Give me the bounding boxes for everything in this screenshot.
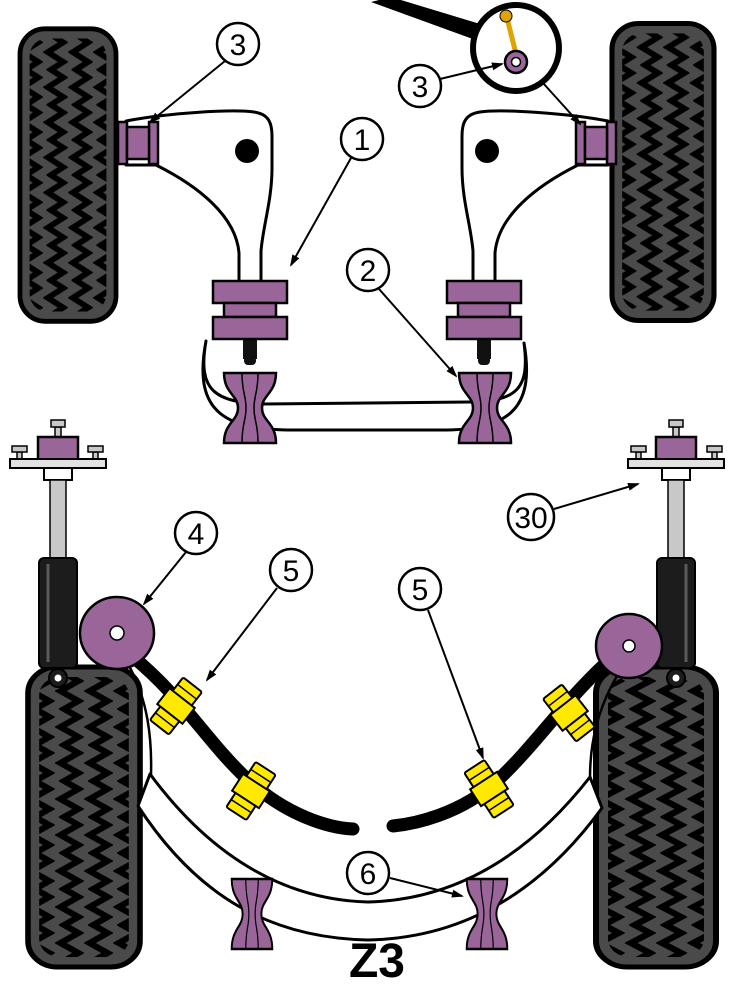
rear-drop-link-right	[588, 675, 619, 779]
callout-arrow	[439, 62, 504, 80]
callout-arrow	[148, 60, 226, 124]
rear-trailing-arm-bushing-left	[78, 595, 156, 671]
magnifier-inset	[371, 0, 582, 126]
callout-label: 5	[283, 555, 300, 588]
callout-circle	[397, 566, 443, 612]
callout-circle	[339, 116, 385, 162]
rear-drop-link-left	[126, 663, 153, 776]
callout-5-right: 5	[397, 566, 484, 760]
callout-arrow	[378, 288, 458, 378]
callout-30: 30	[506, 483, 640, 542]
callout-circle	[345, 247, 391, 293]
callout-label: 1	[354, 124, 371, 157]
front-left-tire	[20, 29, 116, 322]
callout-arrow	[427, 609, 484, 760]
magnifier-pointer-arrow	[542, 82, 582, 126]
callout-arrow	[290, 157, 352, 267]
callout-circle	[345, 850, 391, 896]
callout-arrow	[205, 587, 278, 682]
rear-left-tire	[28, 667, 140, 967]
callout-4: 4	[142, 510, 219, 606]
rear-trailing-arm-bushing-right	[594, 612, 664, 680]
callout-circle	[397, 63, 443, 109]
magnified-pin	[504, 15, 519, 57]
callout-label: 4	[188, 518, 205, 551]
front-right-tire	[612, 23, 714, 320]
rear-right-tire	[596, 667, 716, 967]
callout-circle	[215, 21, 261, 67]
callout-arrow	[553, 483, 640, 510]
callout-3-detail: 3	[397, 62, 504, 109]
callout-label: 3	[230, 29, 247, 62]
vehicle-label: Z3	[349, 935, 405, 988]
callout-6: 6	[345, 850, 464, 898]
callout-arrow	[142, 551, 187, 606]
magnified-bushing-hole	[510, 56, 522, 68]
callout-label: 6	[360, 858, 377, 891]
callout-2: 2	[345, 247, 458, 378]
callout-label: 2	[360, 255, 377, 288]
callout-label: 5	[412, 574, 429, 607]
callout-1: 1	[290, 116, 385, 267]
callout-3-left: 3	[148, 21, 261, 124]
callout-circle	[268, 547, 314, 593]
callout-circle	[506, 492, 556, 542]
callout-arrow	[389, 877, 464, 898]
magnified-pin-head	[499, 9, 513, 23]
callout-circle	[173, 510, 219, 556]
callout-label: 30	[514, 502, 547, 535]
callout-5-left: 5	[205, 547, 314, 682]
magnifier-handle	[371, 0, 490, 42]
callout-label: 3	[412, 71, 429, 104]
